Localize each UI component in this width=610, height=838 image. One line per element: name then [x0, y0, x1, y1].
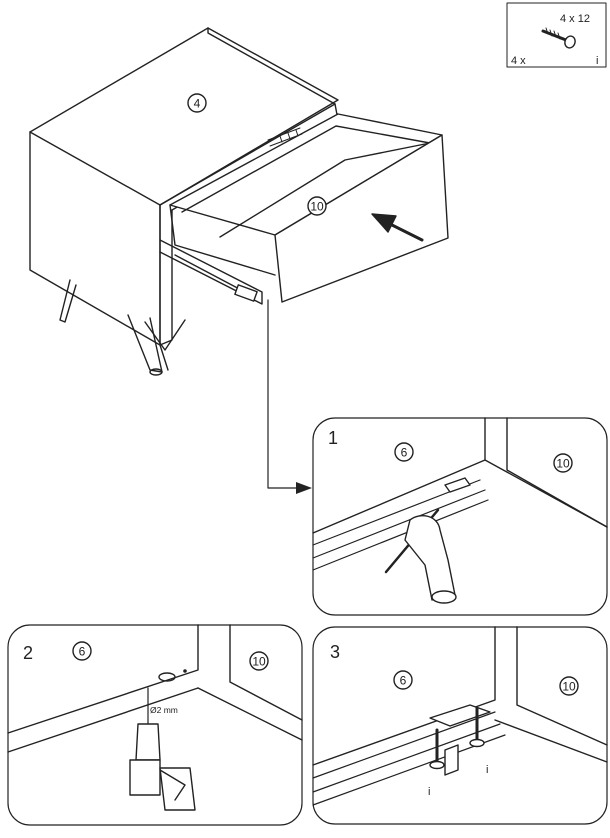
part-callout-10: 10 — [249, 651, 269, 671]
hardware-spec: 4 x 12 — [560, 13, 590, 25]
part-callout-10: 10 — [553, 453, 573, 473]
hardware-code: i — [596, 55, 598, 67]
hardware-qty: 4 x — [511, 55, 526, 67]
hardware-callout: 4 x 12 4 x i — [506, 2, 607, 68]
svg-text:10: 10 — [310, 200, 324, 214]
part-callout-10: 10 — [307, 196, 327, 216]
screw-code-right: i — [486, 764, 488, 776]
svg-text:10: 10 — [556, 457, 570, 471]
drill-diameter-note: Ø2 mm — [150, 705, 178, 715]
part-callout-6: 6 — [72, 641, 92, 661]
svg-text:6: 6 — [400, 674, 407, 688]
step-2-panel — [7, 624, 303, 826]
step-2-number: 2 — [23, 643, 33, 663]
screw-icon — [429, 728, 445, 770]
screw-icon — [541, 27, 576, 49]
svg-text:10: 10 — [562, 680, 576, 694]
step-1-number: 1 — [328, 428, 338, 448]
nightstand-illustration — [29, 27, 449, 494]
step-1-panel — [312, 417, 608, 616]
part-callout-4: 4 — [187, 93, 207, 113]
part-callout-6: 6 — [394, 442, 414, 462]
part-callout-10: 10 — [559, 676, 579, 696]
part-callout-6: 6 — [393, 670, 413, 690]
svg-text:10: 10 — [252, 655, 266, 669]
svg-text:6: 6 — [401, 446, 408, 460]
step-3-panel — [312, 626, 608, 825]
screw-code-left: i — [428, 786, 430, 798]
screw-icon — [469, 706, 485, 748]
step-3-number: 3 — [330, 642, 340, 662]
svg-text:6: 6 — [79, 645, 86, 659]
drill-icon — [129, 687, 196, 811]
svg-text:4: 4 — [194, 97, 201, 111]
